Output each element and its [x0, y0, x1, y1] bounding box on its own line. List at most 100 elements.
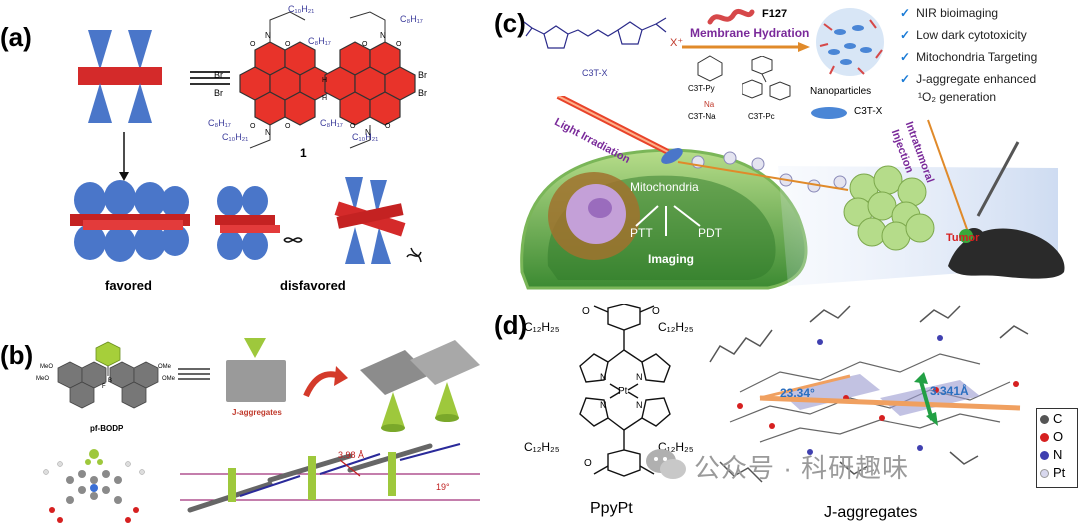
- atom-c-dot: [1040, 415, 1049, 424]
- variant-c3t-py: C3T-Py: [688, 84, 715, 93]
- n-label-bl: N: [600, 400, 607, 410]
- substituent-bottom-left: C₁₂H₂₅: [524, 440, 560, 454]
- pdt-label: PDT: [698, 226, 722, 240]
- wechat-icon: [646, 449, 686, 479]
- pf-bodp-structure: [57, 341, 159, 409]
- panel-a-tag: (a): [0, 22, 32, 52]
- compound-number: 1: [300, 146, 307, 160]
- h-label-2: H: [322, 95, 327, 102]
- o-label-3: O: [362, 41, 368, 48]
- panel-d: (d) C₁₂H₂₅ O O C₁₂H₂₅ C₁₂H₂₅ O O C₁₂H₂₅ …: [490, 300, 1080, 526]
- o-label-6: O: [285, 123, 291, 130]
- j-aggregate-schematic: [226, 338, 286, 402]
- c3t-x-structure: [524, 17, 667, 49]
- pf-bodp-ball-stick: [43, 449, 145, 523]
- c3t-x-label: C3T-X: [582, 68, 608, 78]
- alkyl-c10-top: C₁₀H₂₁: [288, 4, 315, 14]
- atom-n-dot: [1040, 451, 1049, 460]
- j-aggregates-label-b: J-aggregates: [232, 408, 282, 417]
- ome-label-2: OMe: [162, 376, 176, 382]
- br-label-3: Br: [418, 70, 427, 80]
- o-top-right: O: [652, 306, 660, 317]
- feature-singlet-oxygen: ¹O₂ generation: [918, 90, 997, 104]
- down-arrow: [119, 132, 129, 181]
- counterion-label: X⁺: [670, 37, 684, 49]
- tumor-label: Tumor: [946, 232, 980, 244]
- favored-label: favored: [105, 278, 152, 293]
- na-label: Na: [704, 100, 715, 109]
- favored-stack: [70, 180, 190, 262]
- panel-b-tag: (b): [0, 340, 34, 370]
- o-label-1: O: [250, 41, 256, 48]
- meo-label-2: MeO: [36, 376, 50, 382]
- atom-legend: C O N Pt: [1036, 408, 1078, 488]
- ppypt-label: PpyPt: [590, 500, 633, 517]
- pyridinium-icon: [697, 55, 723, 82]
- alkyl-c10-bottom-right: C₁₀H₂₁: [352, 132, 379, 142]
- mitochondria-label: Mitochondria: [630, 180, 699, 194]
- distance-label-d: 3.341Å: [930, 384, 969, 398]
- check-icon: ✓: [900, 6, 911, 20]
- angle-label-b: 19°: [436, 482, 450, 492]
- f-label: F: [102, 384, 106, 390]
- f127-label: F127: [762, 8, 788, 20]
- nanoparticle-sphere: [816, 8, 884, 76]
- n-label-tl: N: [600, 372, 607, 382]
- o-label-2: O: [285, 41, 291, 48]
- check-icon: ✓: [900, 28, 911, 42]
- h-label-1: H: [322, 77, 327, 84]
- variant-c3t-pc: C3T-Pc: [748, 112, 775, 121]
- equivalence-sign: [190, 71, 230, 85]
- alkyl-c8-bottom-left: C₈H₁₇: [208, 118, 231, 128]
- atom-pt-dot: [1040, 469, 1049, 478]
- pf-bodp-crystal-packing: [180, 443, 480, 513]
- cell-illustration: [520, 96, 1065, 290]
- molecule-1-structure: Br Br Br Br N N N N H H O O O O O O O O: [214, 11, 427, 149]
- check-icon: ✓: [900, 72, 911, 86]
- n-label-br: N: [636, 400, 643, 410]
- alkyl-c8-top-right: C₈H₁₇: [400, 14, 423, 24]
- o-label-5: O: [250, 123, 256, 130]
- n-label-3: N: [265, 128, 271, 137]
- n-label-tr: N: [636, 372, 643, 382]
- ptt-label: PTT: [630, 226, 653, 240]
- substituent-top-left: C₁₂H₂₅: [524, 320, 560, 334]
- stacked-plates: [360, 340, 480, 432]
- panel-b: (b) MeO MeO OMe OMe F B pf-BODP J-aggreg…: [0, 300, 490, 526]
- distance-label-b: 3.98 Å: [338, 450, 365, 460]
- pf-bodp-label: pf-BODP: [90, 424, 124, 433]
- f127-polymer-icon: [707, 8, 755, 25]
- disfavored-stack-2: [334, 177, 422, 264]
- substituent-top-right: C₁₂H₂₅: [658, 320, 694, 334]
- phosphonium-icon: [742, 56, 791, 101]
- o-bottom-left: O: [584, 458, 592, 469]
- panel-c: (c) C3T-X X⁺ F127 Membrane Hydration C3T…: [490, 0, 1080, 300]
- curved-arrow: [303, 366, 348, 398]
- o-top-left: O: [582, 306, 590, 317]
- o-label-8: O: [385, 123, 391, 130]
- alkyl-c8-bottom-right: C₈H₁₇: [320, 118, 343, 128]
- equivalence-sign-b: [178, 368, 210, 380]
- o-label-4: O: [396, 41, 402, 48]
- feature-mitochondria-targeting: ✓Mitochondria Targeting: [900, 50, 1038, 64]
- variant-c3t-na: C3T-Na: [688, 112, 716, 121]
- alkyl-c8-top-left: C₈H₁₇: [308, 36, 331, 46]
- atom-o-dot: [1040, 433, 1049, 442]
- ppypt-crystal-packing: [709, 305, 1029, 483]
- meo-label-1: MeO: [40, 364, 54, 370]
- n-label-2: N: [380, 31, 386, 40]
- alkyl-c10-bottom-left: C₁₀H₂₁: [222, 132, 249, 142]
- disfavored-stack-1: [215, 186, 303, 260]
- panel-c-tag: (c): [494, 8, 526, 38]
- ppypt-structure: [579, 304, 671, 477]
- br-label-1: Br: [214, 70, 223, 80]
- pt-label: Pt: [618, 386, 628, 397]
- hydration-arrow: [682, 42, 810, 52]
- ome-label-1: OMe: [158, 364, 172, 370]
- c3t-x-legend-icon: [811, 107, 847, 119]
- angle-label-d: 23.34°: [780, 386, 815, 400]
- br-label-2: Br: [214, 88, 223, 98]
- b-label: B: [108, 378, 113, 384]
- nanoparticles-label: Nanoparticles: [810, 86, 872, 97]
- o-label-7: O: [350, 123, 356, 130]
